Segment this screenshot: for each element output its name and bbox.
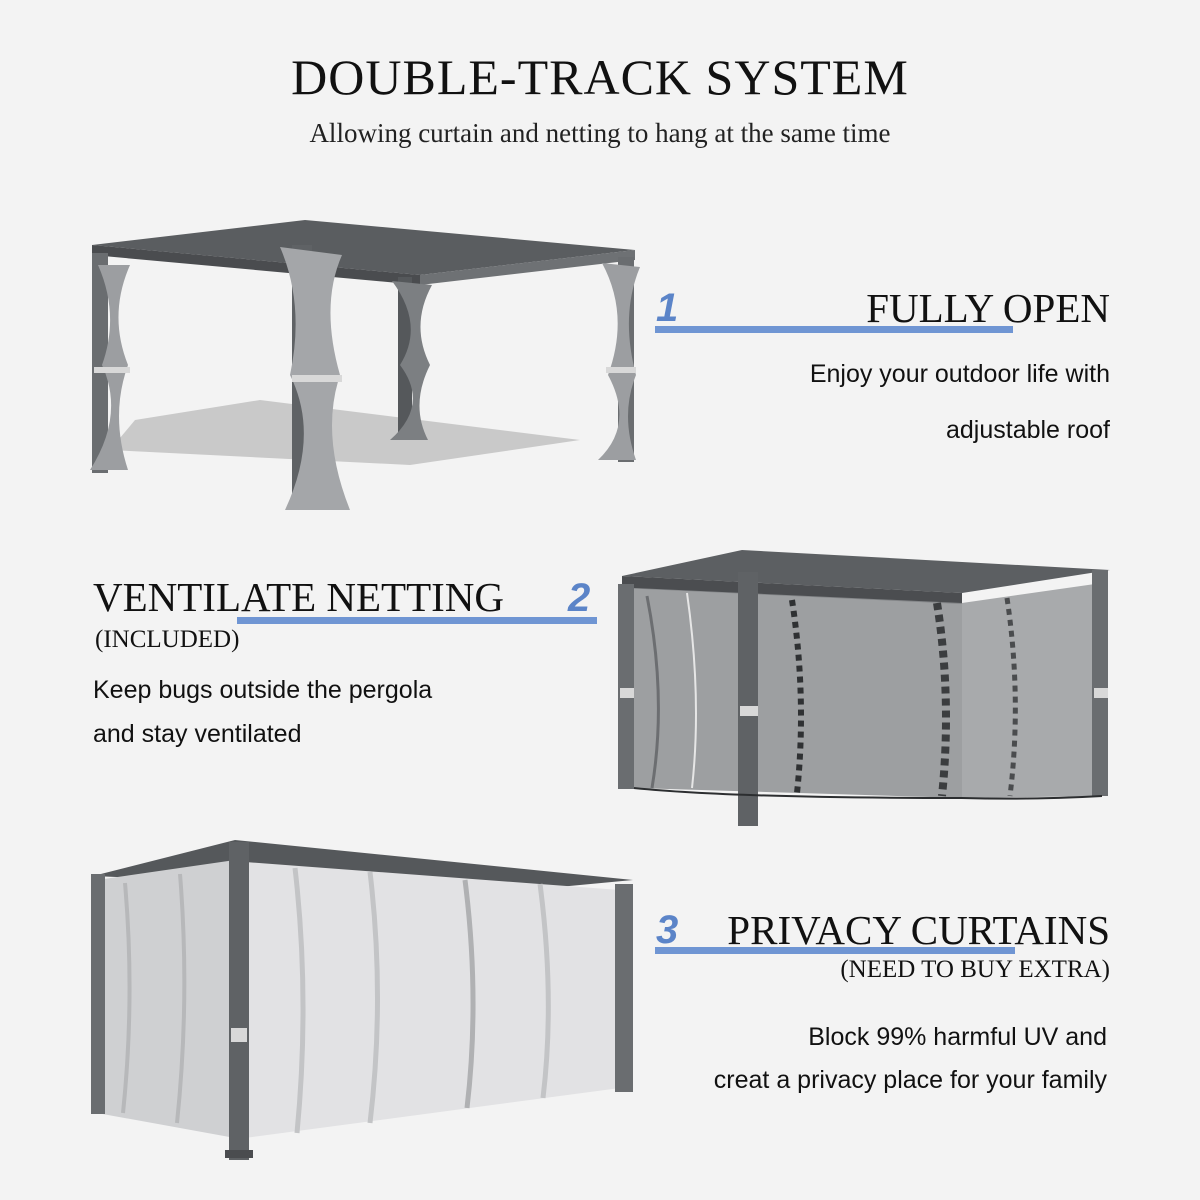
feature-2-heading: VENTILATE NETTING [93, 574, 505, 620]
pergola-privacy-curtains-image [91, 840, 633, 1160]
pergola-fully-open-image [90, 220, 640, 510]
feature-2-number: 2 [568, 576, 591, 620]
feature-1-number: 1 [656, 286, 679, 330]
feature-3-subheading: (NEED TO BUY EXTRA) [840, 956, 1110, 983]
feature-3-number: 3 [656, 908, 679, 952]
feature-3-underline [655, 947, 1015, 954]
feature-1-line-2: adjustable roof [945, 416, 1110, 444]
feature-1-line-1: Enjoy your outdoor life with [809, 360, 1110, 388]
feature-3-line-2: creat a privacy place for your family [713, 1066, 1107, 1094]
feature-3-line-1: Block 99% harmful UV and [808, 1023, 1107, 1051]
feature-3-heading: PRIVACY CURTAINS [727, 907, 1110, 953]
feature-2-underline [237, 617, 597, 624]
feature-2-line-2: and stay ventilated [93, 720, 302, 748]
feature-2-line-1: Keep bugs outside the pergola [93, 676, 433, 704]
feature-2-subheading: (INCLUDED) [95, 626, 240, 653]
pergola-netting-image [618, 550, 1110, 826]
feature-1-underline [655, 326, 1013, 333]
page-subtitle: Allowing curtain and netting to hang at … [309, 118, 891, 148]
page-title: DOUBLE-TRACK SYSTEM [291, 49, 909, 105]
feature-1-heading: FULLY OPEN [866, 285, 1110, 331]
